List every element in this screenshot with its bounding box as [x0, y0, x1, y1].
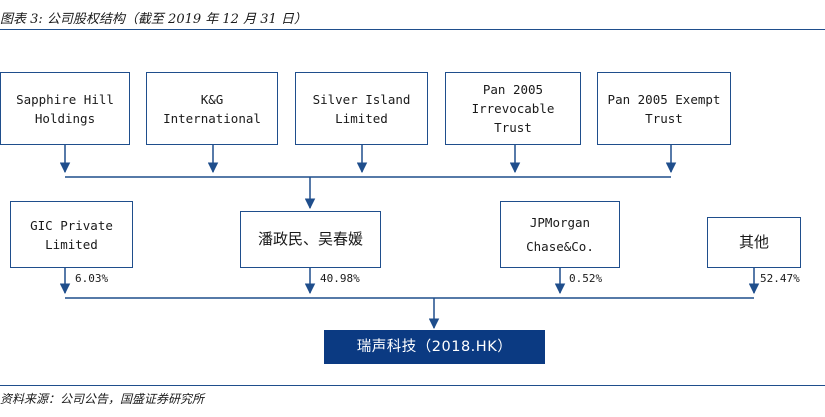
top-rule	[0, 29, 825, 30]
percent-others: 52.47%	[760, 272, 800, 285]
figure-caption: 图表 3: 公司股权结构（截至 2019 年 12 月 31 日）	[0, 12, 307, 27]
company-box: 瑞声科技（2018.HK）	[324, 330, 545, 364]
shareholder-box-gic: GIC Private Limited	[10, 201, 133, 268]
shareholder-box-pan-wu: 潘政民、吴春媛	[240, 211, 381, 268]
holder-box-silver-island: Silver Island Limited	[295, 72, 428, 145]
holder-box-kg-international: K&G International	[146, 72, 278, 145]
shareholder-box-jpmorgan: JPMorgan Chase&Co.	[500, 201, 620, 268]
percent-gic: 6.03%	[75, 272, 109, 285]
holder-box-pan-irrevocable: Pan 2005 Irrevocable Trust	[445, 72, 581, 145]
holder-box-pan-exempt: Pan 2005 Exempt Trust	[597, 72, 731, 145]
percent-pan-wu: 40.98%	[320, 272, 360, 285]
holder-box-sapphire-hill: Sapphire Hill Holdings	[0, 72, 130, 145]
bottom-rule	[0, 385, 825, 386]
shareholder-box-others: 其他	[707, 217, 801, 268]
percent-jpmorgan: 0.52%	[569, 272, 603, 285]
source-note: 资料来源：公司公告，国盛证券研究所	[0, 392, 205, 406]
